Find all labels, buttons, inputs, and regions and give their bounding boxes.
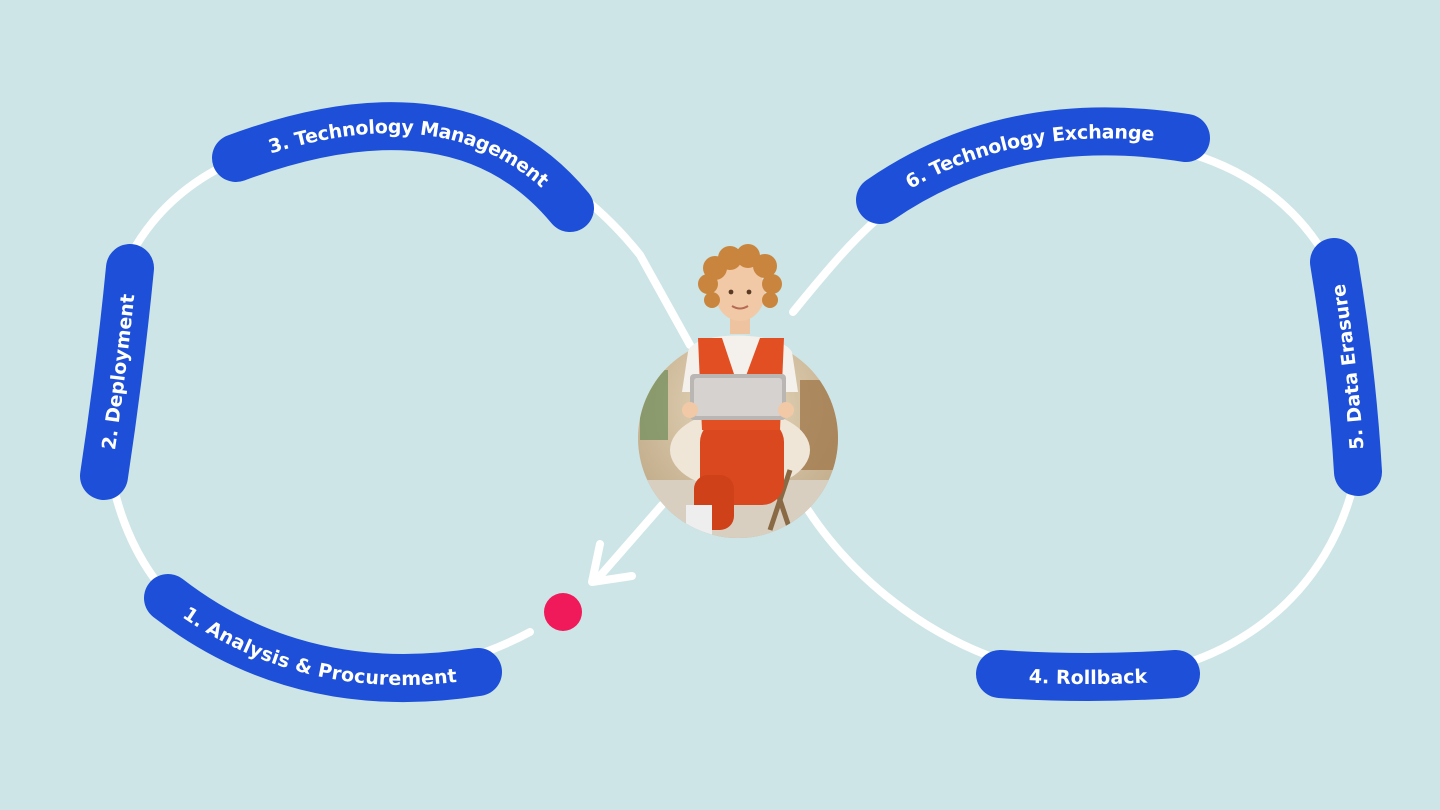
stage-pill-bg-3 [212, 102, 594, 232]
stage-pill-bg-2 [80, 244, 154, 500]
stage-pill-bg-1 [144, 574, 502, 703]
stage-pill-bg-5 [1310, 238, 1382, 496]
inner-arrow-line [596, 501, 666, 580]
stage-pill-bg-6 [856, 107, 1210, 224]
stage-pill-bg-4 [976, 650, 1200, 701]
stage-pill-5: 5. Data Erasure [1310, 238, 1382, 496]
stage-pill-2: 2. Deployment [80, 244, 154, 500]
start-dot [544, 593, 582, 631]
arrow-down-left-icon [588, 540, 636, 586]
stage-label-4: 4. Rollback [1028, 666, 1147, 689]
stage-pill-4: 4. Rollback [976, 650, 1200, 701]
child-with-tablet-photo [638, 244, 838, 538]
